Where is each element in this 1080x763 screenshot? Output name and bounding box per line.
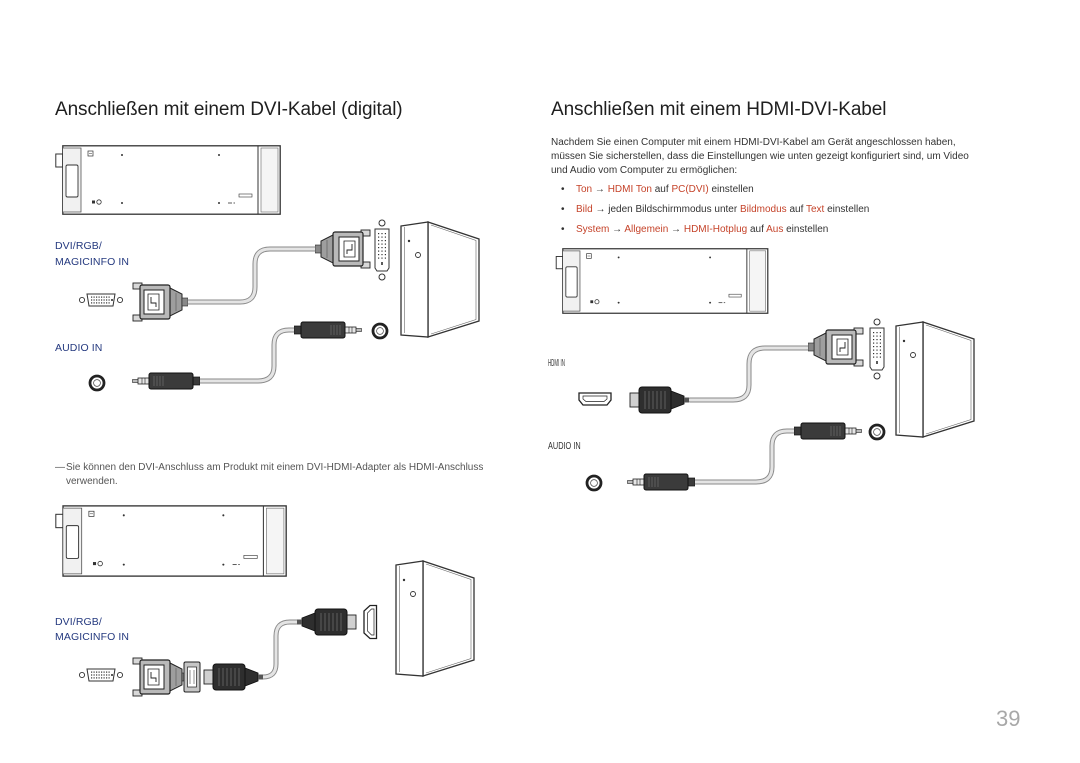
menu-path-segment: System [576, 224, 610, 235]
bullet-dot: • [561, 184, 565, 195]
dvi-cable-connector [315, 229, 371, 269]
menu-path-segment: Aus [766, 224, 784, 235]
dvi-cable [185, 246, 319, 305]
menu-path-segment: einstellen [824, 204, 870, 215]
pc-dvi-port [374, 219, 390, 281]
bullet-text: Bild → jeden Bildschirmmodus unter Bildm… [576, 204, 869, 215]
note-text-line1: Sie können den DVI-Anschluss am Produkt … [66, 462, 484, 473]
menu-path-segment: → [609, 224, 625, 235]
intro-line-1: Nachdem Sie einen Computer mit einem HDM… [551, 137, 956, 148]
monitor-back-panel [55, 505, 287, 577]
bullet-item: • Ton → HDMI Ton auf PC(DVI) einstellen [561, 184, 754, 228]
menu-path-segment: PC(DVI) [671, 184, 709, 195]
menu-path-segment: einstellen [708, 184, 754, 195]
section-title-dvi: Anschließen mit einem DVI-Kabel (digital… [55, 99, 403, 120]
audio-cable-connector [294, 321, 362, 339]
monitor-back-panel [55, 145, 281, 215]
port-label-dvi-line2: MAGICINFO IN [55, 256, 130, 268]
hdmi-cable-connector [203, 663, 263, 691]
audio-cable-connector [794, 422, 862, 440]
port-label-dvi-line1: DVI/RGB/ [55, 240, 102, 252]
hdmi-cable [260, 619, 301, 680]
menu-path-segment: HDMI-Hotplug [683, 224, 748, 235]
hdmi-port [578, 392, 612, 406]
audio-cable-connector [627, 473, 695, 491]
bullet-item: • Bild → jeden Bildschirmmodus unter Bil… [561, 204, 869, 248]
bullet-text: Ton → HDMI Ton auf PC(DVI) einstellen [576, 184, 754, 195]
dvi-cable-connector [132, 282, 188, 322]
bullet-item: • System → Allgemein → HDMI-Hotplug auf … [561, 224, 828, 268]
menu-path-segment: Ton [576, 184, 593, 195]
bullet-dot: • [561, 224, 565, 235]
pc-tower [895, 321, 975, 438]
dvi-hdmi-adapter [132, 657, 201, 697]
port-label-dvi-line2: MAGICINFO IN [55, 631, 130, 643]
bullet-text: System → Allgemein → HDMI-Hotplug auf Au… [576, 224, 828, 235]
port-label-hdmi: HDMI IN [548, 357, 565, 369]
hdmi-dvi-cable [687, 345, 812, 403]
hdmi-cable-connector [629, 386, 690, 414]
menu-path-segment: auf [786, 204, 806, 215]
menu-path-segment: einstellen [783, 224, 829, 235]
pc-audio-jack [868, 423, 886, 441]
menu-path-segment: auf [747, 224, 767, 235]
note-text-line2: verwenden. [66, 476, 118, 487]
dvi-port [78, 293, 124, 307]
pc-audio-jack [371, 322, 389, 340]
intro-line-3: und Audio vom Computer zu ermöglichen: [551, 165, 738, 176]
menu-path-segment: auf [651, 184, 672, 195]
pc-dvi-port [869, 318, 885, 380]
menu-path-segment: → jeden Bildschirmmodus unter [592, 204, 740, 215]
menu-path-segment: → [668, 224, 684, 235]
audio-jack [585, 474, 603, 492]
audio-cable [692, 428, 798, 485]
menu-path-segment: Bildmodus [739, 204, 787, 215]
note-dash: ― [55, 462, 65, 473]
port-label-dvi-line1: DVI/RGB/ [55, 616, 102, 628]
pc-tower [400, 221, 480, 338]
pc-hdmi-port [363, 604, 378, 640]
port-label-audio: AUDIO IN [55, 342, 103, 354]
monitor-back-panel [555, 248, 769, 314]
audio-jack [88, 374, 106, 392]
menu-path-segment: Allgemein [624, 224, 669, 235]
menu-path-segment: Text [805, 204, 825, 215]
pc-tower [395, 560, 475, 677]
port-label-audio: AUDIO IN [548, 440, 581, 452]
bullet-dot: • [561, 204, 565, 215]
hdmi-cable-connector [297, 608, 357, 636]
menu-path-segment: HDMI Ton [607, 184, 652, 195]
section-title-hdmi-dvi: Anschließen mit einem HDMI-DVI-Kabel [551, 99, 887, 120]
menu-path-segment: Bild [576, 204, 593, 215]
intro-line-2: müssen Sie sicherstellen, dass die Einst… [551, 151, 969, 162]
dvi-port [78, 668, 124, 682]
page-number: 39 [996, 706, 1021, 731]
audio-cable-connector [132, 372, 200, 390]
dvi-cable-connector [808, 327, 864, 367]
menu-path-segment: → [592, 184, 608, 195]
audio-cable [197, 327, 299, 384]
